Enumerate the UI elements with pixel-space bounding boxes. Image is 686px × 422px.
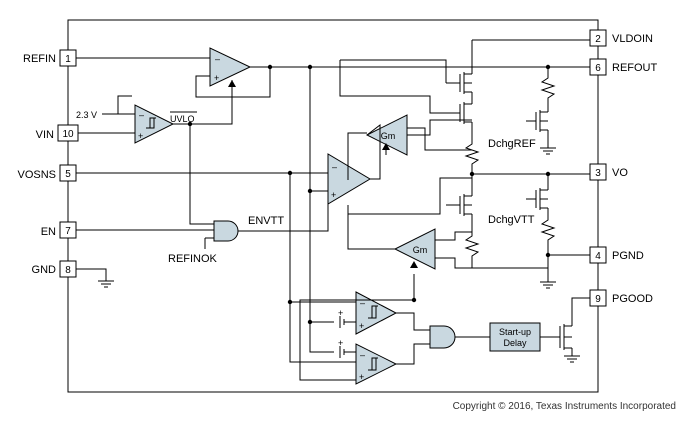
hysteresis-icon	[146, 117, 156, 129]
svg-text:+: +	[359, 372, 364, 382]
svg-text:–: –	[360, 350, 365, 360]
pin-gnd: GND 8	[32, 260, 77, 278]
label-dchgvtt: DchgVTT	[488, 214, 535, 226]
wire-2v3	[102, 95, 132, 115]
refin-buffer-amplifier: – +	[209, 47, 252, 87]
en-and-gate	[213, 220, 239, 242]
window-comparator-upper: – +	[355, 291, 398, 335]
svg-text:+: +	[214, 73, 219, 83]
copyright-text: Copyright © 2016, Texas Instruments Inco…	[453, 401, 676, 412]
ground-icon	[540, 147, 556, 155]
pin-vosns-name: VOSNS	[17, 169, 56, 181]
pin-refout: 6 REFOUT	[589, 58, 658, 76]
resistor-dchgvtt-icon	[540, 216, 556, 255]
label-refinok: REFINOK	[168, 253, 218, 265]
resistor-dchgref-icon	[540, 74, 556, 108]
ground-icon	[540, 281, 556, 289]
label-uvlo: UVLO	[170, 114, 195, 124]
high-side-mosfet-2-icon	[459, 102, 472, 124]
svg-text:–: –	[332, 162, 337, 172]
pin-vo-name: VO	[612, 167, 628, 179]
pin-gnd-number: 8	[65, 265, 71, 276]
svg-text:+: +	[359, 321, 364, 331]
vtt-error-amplifier: – +	[327, 153, 371, 205]
hysteresis-icon	[368, 357, 378, 371]
pin-vldoin: 2 VLDOIN	[589, 29, 653, 47]
pin-refin: REFIN 1	[23, 49, 77, 67]
offset-source-lower-icon	[309, 322, 356, 358]
svg-text:+: +	[338, 338, 343, 348]
pin-vo-number: 3	[595, 168, 601, 179]
pin-refin-number: 1	[65, 54, 71, 65]
offset-source-upper-icon	[309, 191, 356, 328]
dchgref-mosfet-icon	[526, 108, 549, 148]
svg-text:Gm: Gm	[381, 131, 396, 141]
wire-refinok	[204, 237, 214, 249]
wire-buffer-feedback	[195, 67, 271, 98]
pin-pgood: 9 PGOOD	[589, 289, 653, 307]
svg-text:+: +	[338, 308, 343, 318]
arrow-icon	[228, 80, 236, 87]
pin-vldoin-number: 2	[595, 34, 601, 45]
pgood-and-gate	[429, 325, 456, 349]
resistor-upper-icon	[464, 140, 480, 174]
wire-uvlo	[173, 80, 233, 125]
uvlo-comparator: – +	[134, 104, 175, 144]
wire-vosns-to-window	[289, 173, 360, 363]
pin-pgnd: 4 PGND	[589, 246, 644, 264]
startup-delay-line2: Delay	[503, 338, 527, 348]
resistor-lower-icon	[464, 232, 480, 268]
pin-vin: VIN 10	[36, 124, 79, 142]
wire-ref-to-amp	[309, 67, 328, 192]
pin-vo: 3 VO	[589, 163, 628, 181]
svg-text:Gm: Gm	[413, 245, 428, 255]
pin-refin-name: REFIN	[23, 53, 56, 65]
window-comparator-lower: – +	[355, 343, 398, 385]
pin-vosns-number: 5	[65, 169, 71, 180]
ground-icon	[564, 355, 580, 363]
low-side-mosfet-icon	[459, 194, 472, 216]
wire-envtt	[238, 196, 329, 232]
high-side-mosfet-icon	[459, 70, 473, 100]
pin-pgnd-number: 4	[595, 251, 601, 262]
pin-vosns: VOSNS 5	[17, 164, 77, 182]
pin-pgood-number: 9	[595, 294, 601, 305]
pin-vin-number: 10	[62, 129, 74, 140]
gm-stage-lower: Gm	[393, 228, 436, 270]
pin-vin-name: VIN	[36, 129, 54, 141]
label-dchgref: DchgREF	[488, 138, 536, 150]
pin-vldoin-name: VLDOIN	[612, 33, 653, 45]
svg-text:–: –	[360, 298, 365, 308]
pin-en: EN 7	[41, 221, 77, 239]
wire-uvlo-to-and	[189, 124, 214, 225]
hysteresis-icon	[368, 305, 378, 319]
svg-text:–: –	[215, 54, 220, 64]
pin-en-number: 7	[65, 226, 71, 237]
svg-text:–: –	[139, 110, 144, 120]
gnd-symbol	[76, 268, 114, 288]
wire-amp-to-gm-lower	[347, 205, 395, 250]
svg-text:+: +	[138, 131, 143, 141]
startup-delay-line1: Start-up	[499, 327, 531, 337]
pgood-mosfet-icon	[559, 297, 590, 356]
dchgvtt-mosfet-icon	[526, 186, 549, 216]
wire-amp-to-gm-upper	[347, 132, 367, 180]
pin-en-name: EN	[41, 226, 56, 238]
pin-pgood-name: PGOOD	[612, 293, 653, 305]
pin-pgnd-name: PGND	[612, 250, 644, 262]
label-envtt: ENVTT	[248, 215, 284, 227]
startup-delay-block: Start-up Delay	[489, 322, 541, 352]
pin-gnd-name: GND	[32, 264, 57, 276]
label-2v3: 2.3 V	[76, 110, 97, 120]
pin-refout-name: REFOUT	[612, 62, 658, 74]
chip-outline	[67, 19, 599, 393]
svg-text:+: +	[331, 190, 336, 200]
pin-refout-number: 6	[595, 63, 601, 74]
